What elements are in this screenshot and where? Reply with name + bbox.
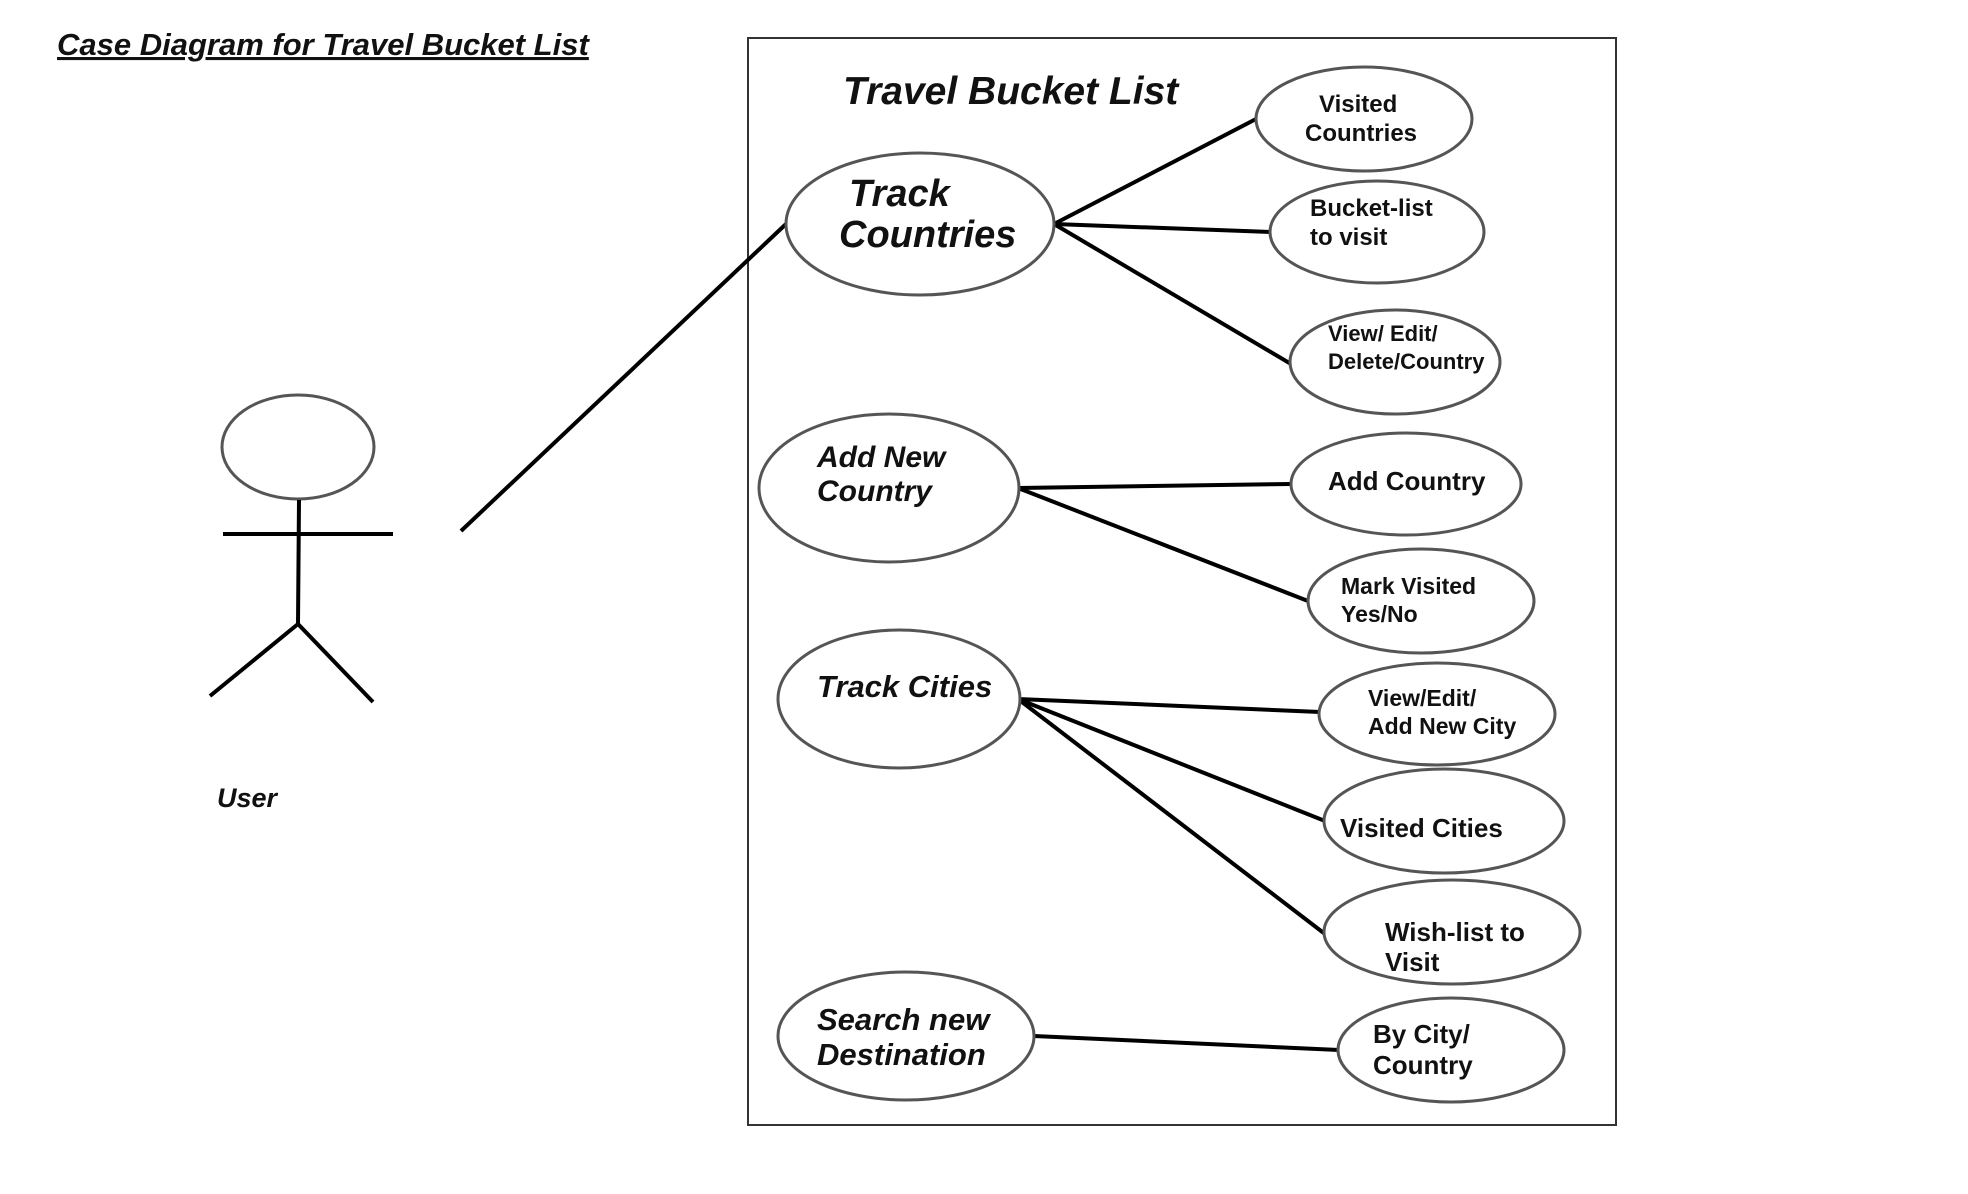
system-title: Travel Bucket List (843, 70, 1180, 113)
use-case-by-city-country: By City/ Country (1336, 996, 1566, 1104)
use-case-add-new-country: Add New Country (757, 412, 1021, 564)
use-case-view-edit-add-city: View/Edit/ Add New City (1317, 661, 1557, 767)
actor-left-leg (208, 622, 300, 698)
assoc-track-countries-visited (1053, 117, 1257, 226)
system-boundary (747, 37, 1617, 1126)
assoc-cities-visited (1017, 697, 1326, 823)
use-case-search-new-destination: Search new Destination (776, 970, 1036, 1102)
actor-body (296, 499, 301, 625)
assoc-track-countries-view-edit (1052, 222, 1293, 366)
assoc-cities-view-edit (1017, 697, 1321, 714)
use-case-label: Wish-list to Visit (1385, 917, 1532, 977)
use-case-label: Mark Visited Yes/No (1341, 573, 1482, 627)
actor-right-leg (296, 622, 375, 704)
actor-head (220, 393, 376, 501)
use-case-label: Search new Destination (817, 1002, 998, 1072)
use-case-label: Add Country (1328, 466, 1486, 496)
assoc-track-countries-bucket (1053, 222, 1272, 234)
actor-label: User (217, 783, 279, 813)
use-case-label: Bucket-list to visit (1310, 195, 1439, 251)
assoc-add-new-add-country (1017, 482, 1292, 490)
use-case-mark-visited: Mark Visited Yes/No (1306, 547, 1536, 655)
use-case-view-edit-delete-country: View/ Edit/ Delete/Country (1288, 308, 1502, 416)
use-case-label: View/ Edit/ Delete/Country (1328, 321, 1485, 374)
use-case-visited-cities: Visited Cities (1322, 767, 1566, 875)
use-case-track-cities: Track Cities (776, 628, 1022, 770)
use-case-label: By City/ Country (1373, 1019, 1477, 1080)
use-case-wish-list-to-visit: Wish-list to Visit (1322, 878, 1582, 986)
use-case-add-country: Add Country (1289, 431, 1523, 537)
assoc-search-by-city (1033, 1034, 1340, 1052)
assoc-add-new-mark-visited (1017, 486, 1309, 603)
assoc-user-track-countries (459, 222, 788, 533)
use-case-visited-countries: Visited Countries (1254, 65, 1474, 173)
diagram-title: Case Diagram for Travel Bucket List (57, 27, 590, 62)
user-actor (208, 393, 393, 704)
use-case-bucket-list-to-visit: Bucket-list to visit (1268, 179, 1486, 285)
use-case-label: Visited Countries (1305, 91, 1417, 147)
use-case-label: Add New Country (816, 441, 954, 508)
use-case-label: Visited Cities (1340, 813, 1503, 843)
use-case-label: Track Countries (839, 173, 1016, 256)
use-case-track-countries: Track Countries (784, 151, 1056, 297)
use-case-label: View/Edit/ Add New City (1368, 685, 1516, 739)
use-case-label: Track Cities (817, 669, 992, 704)
associations (459, 117, 1340, 1052)
assoc-cities-wishlist (1016, 697, 1327, 936)
